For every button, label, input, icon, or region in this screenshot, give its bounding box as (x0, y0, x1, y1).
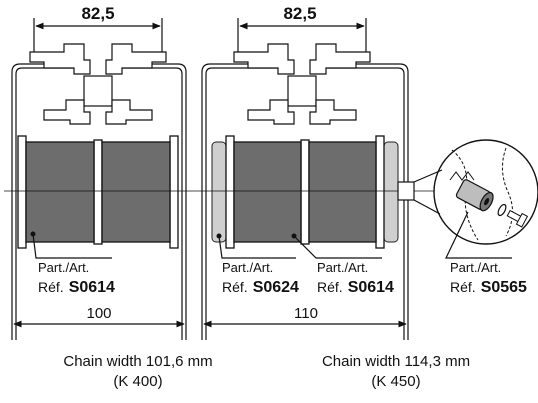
left-plate-outer-r (169, 135, 179, 249)
right-part-label-1: Part./Art. (222, 260, 273, 275)
detail-ref-code: S0565 (481, 279, 527, 296)
pin-stub (397, 181, 415, 201)
detail-washer (497, 203, 507, 217)
left-link-upper-l (29, 43, 91, 75)
detail-projection-bottom (413, 199, 441, 215)
right-assembly: 82,5 Part./Art. Réf. S0624 Part./Art. Réf… (201, 4, 470, 390)
left-frame-outer-r (112, 63, 187, 340)
right-frame-outer-r (316, 63, 409, 340)
left-link-lower-l (43, 99, 91, 125)
right-frame-inner-l (205, 67, 288, 340)
right-top-dim-label: 82,5 (283, 4, 316, 23)
detail-screw (506, 209, 529, 228)
right-leader-1 (218, 235, 296, 259)
right-ref-code-2: S0614 (348, 279, 394, 296)
left-link-center (83, 75, 113, 107)
left-leader (32, 233, 112, 259)
right-part-label-2: Part./Art. (317, 260, 368, 275)
right-link-lower-l (247, 99, 295, 125)
detail-ref-prefix: Réf. (450, 279, 476, 295)
left-top-dim-label: 82,5 (81, 4, 114, 23)
right-plate-center (300, 139, 310, 245)
detail-part-label: Part./Art. (450, 260, 501, 275)
right-roller-1 (233, 141, 302, 243)
detail-zigzag (449, 171, 475, 181)
left-ref-line: Réf. S0614 (38, 279, 115, 296)
detail-pin (455, 179, 494, 212)
right-roller-2 (308, 141, 377, 243)
left-frame-inner-r (112, 67, 183, 340)
right-frame-inner-r (316, 67, 405, 340)
left-plate-outer-l (17, 135, 27, 249)
right-link-upper-r (309, 43, 371, 75)
right-shim-l (211, 141, 227, 243)
right-caption-line1: Chain width 114,3 mm (322, 353, 470, 370)
right-leader-2 (293, 235, 382, 259)
left-assembly: 82,5 Part./Art. Réf. S0614 100 Chain widt… (11, 4, 213, 390)
right-bottom-dim-label: 110 (294, 305, 318, 322)
detail-callout: Part./Art. Réf. S0565 (397, 139, 538, 296)
right-ref-code-1: S0624 (253, 279, 299, 296)
right-ref-line-2: Réf. S0614 (317, 279, 394, 296)
left-frame-inner-l (15, 67, 84, 340)
right-ref-line-1: Réf. S0624 (222, 279, 299, 296)
right-link-center (287, 75, 317, 107)
right-frame-outer-l (201, 63, 288, 340)
detail-projection-top (413, 169, 443, 183)
left-ref-prefix: Réf. (38, 279, 64, 295)
right-ref-prefix-1: Réf. (222, 279, 248, 295)
right-caption-line2: (K 450) (371, 373, 420, 390)
right-shim-r (383, 141, 399, 243)
left-roller-1 (25, 141, 95, 243)
right-plate-outer-r (375, 135, 385, 249)
left-bottom-dim-label: 100 (86, 305, 111, 322)
left-caption-line2: (K 400) (113, 373, 162, 390)
detail-break-line (451, 149, 479, 241)
left-part-label: Part./Art. (38, 260, 89, 275)
detail-break-line-2 (502, 147, 513, 237)
left-link-upper-r (105, 43, 167, 75)
right-ref-prefix-2: Réf. (317, 279, 343, 295)
right-link-upper-l (233, 43, 295, 75)
left-frame-outer-l (11, 63, 84, 340)
left-roller-2 (101, 141, 171, 243)
left-link-lower-r (105, 99, 153, 125)
left-caption-line1: Chain width 101,6 mm (63, 353, 212, 370)
detail-leader (445, 211, 512, 259)
detail-ref-line: Réf. S0565 (450, 279, 527, 296)
left-ref-code: S0614 (69, 279, 115, 296)
right-plate-outer-l (225, 135, 235, 249)
left-plate-center (93, 139, 103, 245)
right-link-lower-r (309, 99, 357, 125)
